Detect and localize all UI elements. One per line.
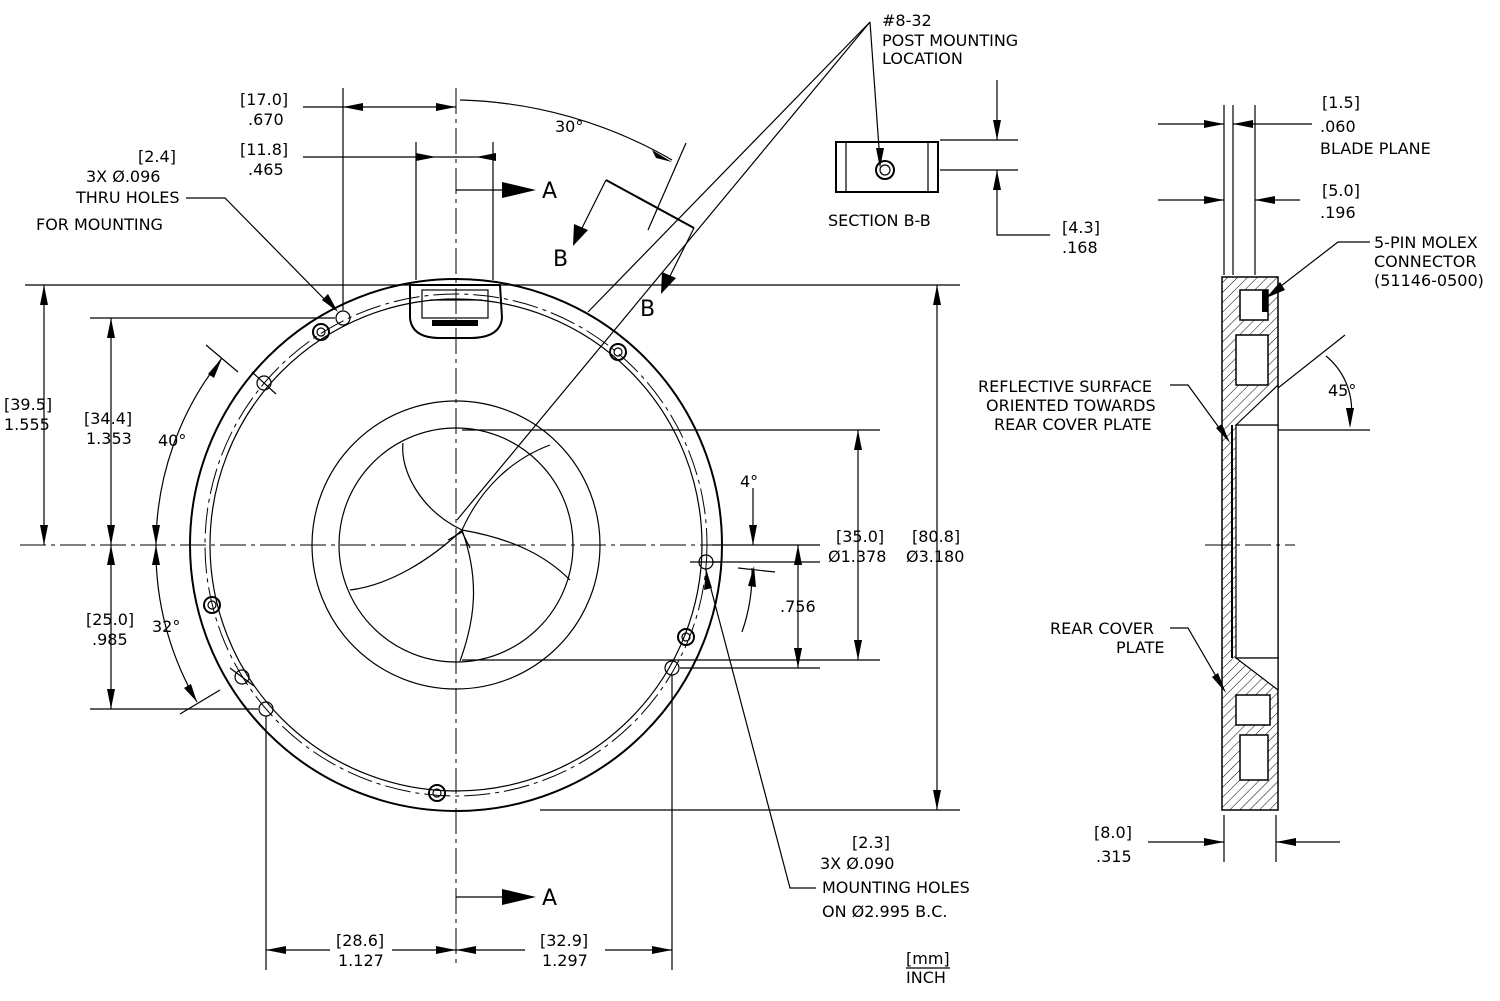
labels: [17.0] .670 [11.8] .465 30° [2.4] 3X Ø.0…: [4, 11, 1484, 987]
section-bb-title: SECTION B-B: [828, 211, 931, 230]
dim-1-5-mm: [1.5]: [1322, 93, 1360, 112]
thru-holes-desc: THRU HOLES: [75, 188, 180, 207]
dim-28-inch: 1.127: [338, 951, 384, 970]
dim-35-inch: Ø1.378: [828, 547, 886, 566]
dim-35-mm: [35.0]: [836, 527, 884, 546]
post-mount-line3: LOCATION: [882, 49, 963, 68]
molex-line1: 5-PIN MOLEX: [1374, 233, 1478, 252]
thru-holes-purpose: FOR MOUNTING: [36, 215, 163, 234]
thru-holes-mm: [2.4]: [138, 147, 176, 166]
dim-8-inch: .315: [1096, 847, 1132, 866]
dim-5-mm: [5.0]: [1322, 181, 1360, 200]
dim-4-inch: .168: [1062, 238, 1098, 257]
dim-32-mm: [32.9]: [540, 931, 588, 950]
thru-holes-qty: 3X Ø.096: [86, 167, 160, 186]
units-inch: INCH: [906, 968, 946, 987]
section-a-top: A: [542, 179, 557, 204]
angle-4: 4°: [740, 472, 758, 491]
section-b-left: B: [553, 247, 568, 272]
dim-28-mm: [28.6]: [336, 931, 384, 950]
connector-housing: [409, 284, 504, 339]
reflective-line1: REFLECTIVE SURFACE: [978, 377, 1152, 396]
dim-5-inch: .196: [1320, 203, 1356, 222]
dim-756: .756: [780, 597, 816, 616]
dim-25-mm: [25.0]: [86, 610, 134, 629]
section-bb-view: [835, 80, 1050, 236]
mount-holes-bc: ON Ø2.995 B.C.: [822, 902, 947, 921]
mounting-holes-threaded: [203, 323, 695, 802]
dim-4-mm: [4.3]: [1062, 218, 1100, 237]
dim-39-inch: 1.555: [4, 415, 50, 434]
rear-cover-line1: REAR COVER: [1050, 619, 1154, 638]
dim-11-inch: .465: [248, 160, 284, 179]
mount-holes-desc: MOUNTING HOLES: [822, 878, 970, 897]
dim-80-inch: Ø3.180: [906, 547, 964, 566]
section-b-right: B: [640, 297, 655, 322]
molex-line2: CONNECTOR: [1374, 252, 1476, 271]
reflective-line3: REAR COVER PLATE: [994, 415, 1152, 434]
dim-80-mm: [80.8]: [912, 527, 960, 546]
dim-8-mm: [8.0]: [1094, 823, 1132, 842]
dim-11-mm: [11.8]: [240, 140, 288, 159]
molex-line3: (51146-0500): [1374, 271, 1484, 290]
dim-34-mm: [34.4]: [84, 409, 132, 428]
blade-plane-label: BLADE PLANE: [1320, 139, 1431, 158]
reflective-line2: ORIENTED TOWARDS: [986, 396, 1156, 415]
post-mount-line2: POST MOUNTING: [882, 31, 1018, 50]
side-view: [1148, 105, 1370, 862]
post-mount-thread: #8-32: [882, 11, 932, 30]
dim-17-mm: [17.0]: [240, 90, 288, 109]
units-mm: [mm]: [906, 949, 950, 968]
section-a-bottom: A: [542, 886, 557, 911]
dim-32-inch: 1.297: [542, 951, 588, 970]
iris-blades: [349, 442, 571, 662]
dim-17-inch: .670: [248, 110, 284, 129]
dim-34-inch: 1.353: [86, 429, 132, 448]
rear-cover-line2: PLATE: [1116, 638, 1165, 657]
thru-holes: [229, 310, 722, 717]
angle-40: 40°: [158, 431, 186, 450]
angle-32: 32°: [152, 617, 180, 636]
mount-holes-qty: 3X Ø.090: [820, 854, 894, 873]
mount-holes-mm: [2.3]: [852, 833, 890, 852]
angle-45: 45°: [1328, 381, 1356, 400]
front-view: [20, 21, 960, 970]
dim-25-inch: .985: [92, 630, 128, 649]
angle-30: 30°: [555, 117, 583, 136]
dim-1-5-inch: .060: [1320, 117, 1356, 136]
dim-39-mm: [39.5]: [4, 395, 52, 414]
